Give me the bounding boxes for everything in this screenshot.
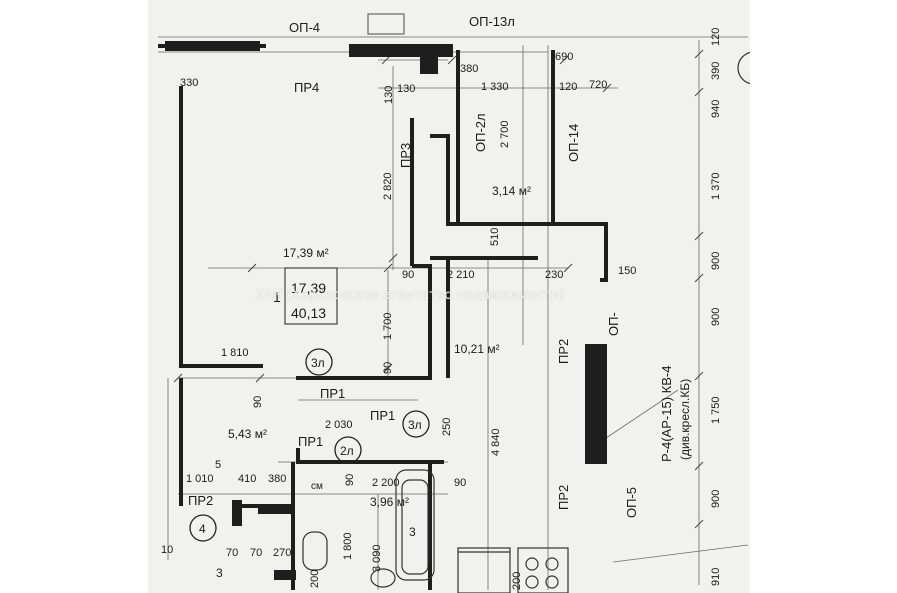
dim-1810: 1 810 [221, 347, 249, 359]
dim-1370: 1 370 [710, 172, 722, 200]
circle-marker-3l-a [305, 348, 333, 376]
dim-1330: 1 330 [481, 81, 509, 93]
dim-90b: 90 [382, 362, 394, 374]
label-op4: ОП-4 [289, 20, 320, 35]
area-box-top: 17,39 [291, 280, 326, 296]
dim-90e: 90 [454, 477, 466, 489]
dim-150: 150 [618, 265, 636, 277]
dim-270: 270 [273, 547, 291, 559]
dim-4840: 4 840 [490, 428, 502, 456]
circle-2l-text: 2л [340, 444, 354, 458]
label-op14: ОП-14 [566, 124, 581, 162]
dim-90d: 90 [344, 474, 356, 486]
circle-4-text: 4 [199, 522, 206, 536]
dimension-circles [189, 348, 430, 542]
dim-3b: 3 [216, 566, 223, 580]
dim-380b: 380 [268, 473, 286, 485]
area-box [284, 267, 338, 325]
dim-230: 230 [545, 269, 563, 281]
label-op-right: ОП- [606, 312, 621, 336]
dim-70b: 70 [250, 547, 262, 559]
dim-410: 410 [238, 473, 256, 485]
label-pr1-mid: ПР1 [370, 408, 395, 423]
dim-10: 10 [161, 544, 173, 556]
label-pr2-right-top: ПР2 [556, 339, 571, 364]
area-closet: 3,14 м² [492, 184, 531, 198]
circle-marker-2l [334, 436, 362, 464]
dim-390: 390 [710, 62, 722, 80]
dim-3a: 3 [409, 525, 416, 539]
dim-5: 5 [215, 459, 221, 471]
wall-blocks [165, 41, 607, 580]
dim-900b: 900 [710, 308, 722, 326]
dim-2030: 2 030 [325, 419, 353, 431]
dim-900a: 900 [710, 252, 722, 270]
area-corridor: 5,43 м² [228, 427, 267, 441]
label-cw-line1: Р-4(АР-15) КВ-4 [659, 366, 674, 462]
label-pr2-right-bottom: ПР2 [556, 485, 571, 510]
dim-130b: 130 [397, 83, 415, 95]
dim-330: 330 [180, 77, 198, 89]
dim-510: 510 [489, 228, 501, 246]
dim-1700: 1 700 [382, 312, 394, 340]
dim-200a: 200 [309, 570, 321, 588]
label-op2l: ОП-2л [473, 113, 488, 152]
dim-1800: 1 800 [342, 532, 354, 560]
dim-720: 720 [589, 79, 607, 91]
dim-3090: 3 090 [371, 544, 383, 572]
dim-380: 380 [460, 63, 478, 75]
area-bath: 3,96 м² [370, 495, 409, 509]
label-sm: см [311, 481, 323, 492]
label-pr3: ПР3 [398, 143, 413, 168]
label-pr4: ПР4 [294, 80, 319, 95]
dim-2820: 2 820 [382, 172, 394, 200]
dim-2700: 2 700 [499, 120, 511, 148]
circle-marker-3l-b [402, 410, 430, 438]
dim-940: 940 [710, 100, 722, 118]
circle-marker-4 [189, 514, 217, 542]
label-cw-line2: (див.кресл.КБ) [678, 379, 692, 460]
dim-120a: 120 [710, 28, 722, 46]
label-pr1-left: ПР1 [320, 386, 345, 401]
dim-900c: 900 [710, 490, 722, 508]
dimension-ticks [173, 49, 704, 529]
area-room-big: 17,39 м² [283, 246, 329, 260]
dim-90a: 90 [402, 269, 414, 281]
dim-2200: 2 200 [372, 477, 400, 489]
plan-sheet: ОП-4 ОП-13л ПР4 ПР3 ОП-2л ОП-14 ОП- ПР2 … [148, 0, 750, 593]
dim-90c: 90 [252, 396, 264, 408]
dim-200b: 200 [511, 572, 523, 590]
label-pr1-small: ПР1 [298, 434, 323, 449]
dim-130a: 130 [383, 86, 395, 104]
dim-910: 910 [710, 568, 722, 586]
fixtures [302, 13, 569, 593]
walls [158, 44, 608, 590]
label-op5: ОП-5 [624, 487, 639, 518]
area-hall: 10,21 м² [454, 342, 500, 356]
dim-250: 250 [441, 418, 453, 436]
dim-2210: 2 210 [447, 269, 475, 281]
dim-690: 690 [555, 51, 573, 63]
dim-70a: 70 [226, 547, 238, 559]
label-op13l: ОП-13л [469, 14, 515, 29]
edge-circle-fragment [737, 51, 750, 85]
watermark-text: ХАН (Харьковское агентство недвижимости) [255, 288, 565, 303]
dim-1010: 1 010 [186, 473, 214, 485]
label-pr2-left: ПР2 [188, 493, 213, 508]
circle-3l-a-text: 3л [311, 356, 325, 370]
dim-1750: 1 750 [710, 396, 722, 424]
floor-plan-drawing: ОП-4 ОП-13л ПР4 ПР3 ОП-2л ОП-14 ОП- ПР2 … [158, 13, 750, 593]
dim-120b: 120 [559, 81, 577, 93]
area-box-bottom: 40,13 [291, 305, 326, 321]
circle-3l-b-text: 3л [408, 418, 422, 432]
label-one: 1 [273, 289, 281, 305]
